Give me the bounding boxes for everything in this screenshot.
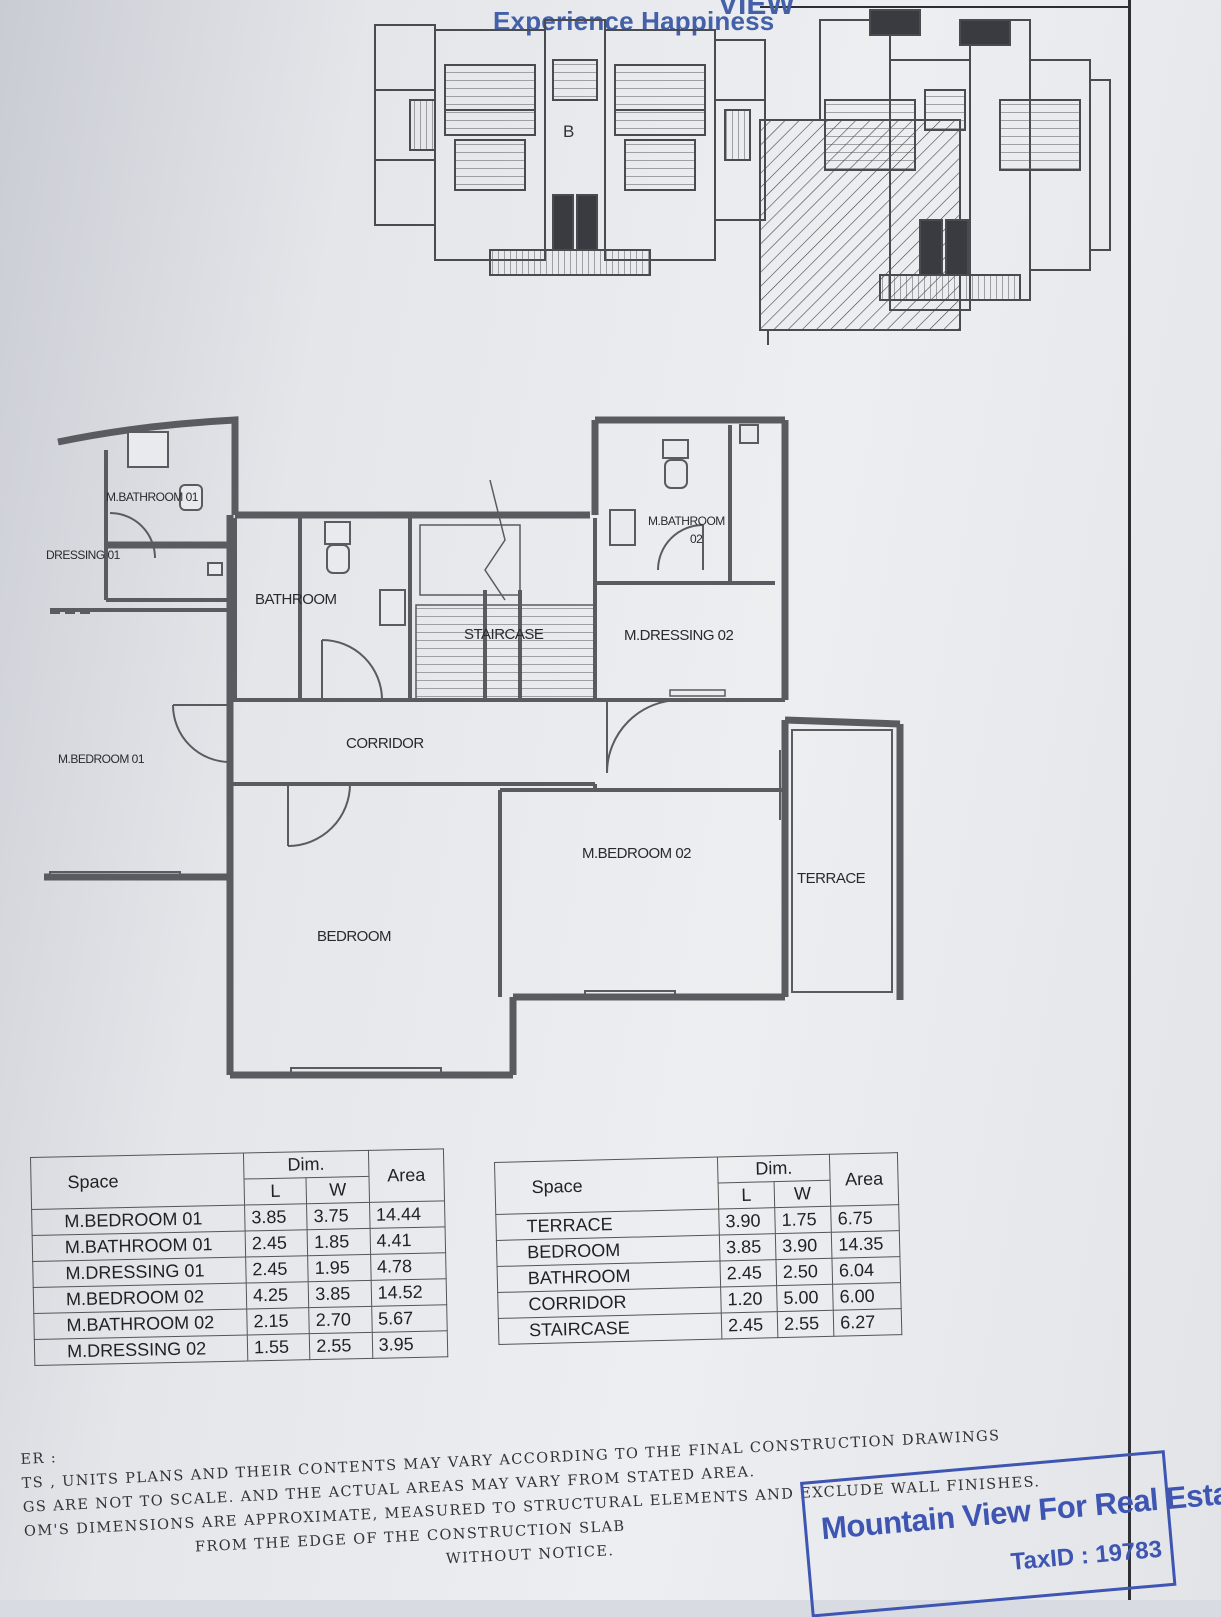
cell-length: 1.55: [247, 1333, 311, 1361]
label-m-bedroom-01: M.BEDROOM 01: [58, 752, 145, 766]
sheet-border-right: [1128, 0, 1131, 1600]
cell-width: 2.55: [777, 1310, 835, 1338]
header-width: W: [774, 1180, 831, 1208]
cell-length: 2.15: [246, 1307, 310, 1335]
header-width: W: [306, 1176, 370, 1204]
key-plan-block-letter: B: [563, 122, 574, 141]
cell-area: 14.52: [370, 1278, 447, 1307]
label-m-bathroom-02-number: 02: [690, 532, 703, 546]
cell-length: 4.25: [246, 1281, 310, 1309]
area-schedule-table-left: Space Dim. Area L W M.BEDROOM 01 3.85 3.…: [30, 1148, 448, 1366]
cell-width: 2.55: [309, 1332, 373, 1360]
cell-area: 14.35: [831, 1230, 900, 1259]
cell-area: 5.67: [371, 1304, 448, 1333]
cell-width: 3.75: [306, 1202, 370, 1230]
cell-area: 4.41: [369, 1226, 446, 1255]
label-staircase: STAIRCASE: [464, 626, 544, 643]
cell-area: 3.95: [371, 1330, 448, 1359]
cell-length: 2.45: [721, 1311, 778, 1339]
header-space: Space: [494, 1157, 719, 1215]
brand-fragment: VIEW: [718, 0, 795, 21]
cell-width: 1.95: [307, 1254, 371, 1282]
sheet-border-top: [760, 6, 1130, 8]
header-area: Area: [368, 1148, 445, 1203]
label-bedroom: BEDROOM: [317, 928, 392, 945]
cell-area: 14.44: [369, 1200, 446, 1229]
cell-area: 6.75: [830, 1204, 900, 1233]
cell-width: 1.85: [307, 1228, 371, 1256]
header-space: Space: [30, 1153, 245, 1210]
cell-width: 3.90: [775, 1232, 833, 1260]
label-corridor: CORRIDOR: [346, 735, 424, 752]
cell-space: M.DRESSING 02: [34, 1334, 248, 1366]
cell-area: 6.27: [833, 1308, 902, 1337]
area-schedule-table-right: Space Dim. Area L W TERRACE 3.90 1.75 6.…: [494, 1152, 902, 1345]
cell-length: 2.45: [245, 1255, 309, 1284]
cell-space: STAIRCASE: [498, 1312, 722, 1345]
cell-length: 2.45: [245, 1229, 308, 1258]
floor-plan-drawing: B: [44, 9, 1111, 1079]
cell-area: 6.00: [832, 1282, 902, 1311]
unit-plan: [44, 416, 904, 1079]
header-length: L: [244, 1177, 307, 1206]
label-m-bathroom-01: M.BATHROOM 01: [106, 490, 198, 504]
header-length: L: [718, 1181, 775, 1210]
cell-width: 1.75: [774, 1206, 832, 1234]
label-m-dressing-02: M.DRESSING 02: [624, 627, 734, 644]
cell-width: 5.00: [776, 1284, 834, 1312]
cell-length: 2.45: [719, 1259, 777, 1288]
cell-length: 3.85: [244, 1203, 308, 1232]
stamp-tax-id: TaxID : 19783: [1009, 1535, 1164, 1576]
label-terrace: TERRACE: [797, 870, 866, 887]
cell-area: 6.04: [832, 1256, 901, 1285]
cell-area: 4.78: [370, 1252, 447, 1281]
header-dim: Dim.: [717, 1154, 831, 1184]
cell-width: 3.85: [308, 1280, 372, 1308]
header-area: Area: [829, 1152, 899, 1207]
label-m-dressing-01: DRESSING 01: [46, 548, 120, 562]
cell-width: 2.50: [776, 1258, 833, 1286]
key-plan: [374, 9, 1111, 345]
cell-width: 2.70: [309, 1306, 372, 1334]
cell-length: 3.85: [719, 1233, 777, 1262]
cell-length: 1.20: [720, 1285, 778, 1313]
cell-length: 3.90: [718, 1207, 776, 1236]
label-m-bathroom-02: M.BATHROOM: [648, 514, 725, 528]
label-m-bedroom-02: M.BEDROOM 02: [582, 845, 692, 862]
label-bathroom: BATHROOM: [255, 591, 337, 608]
header-dim: Dim.: [243, 1150, 369, 1180]
